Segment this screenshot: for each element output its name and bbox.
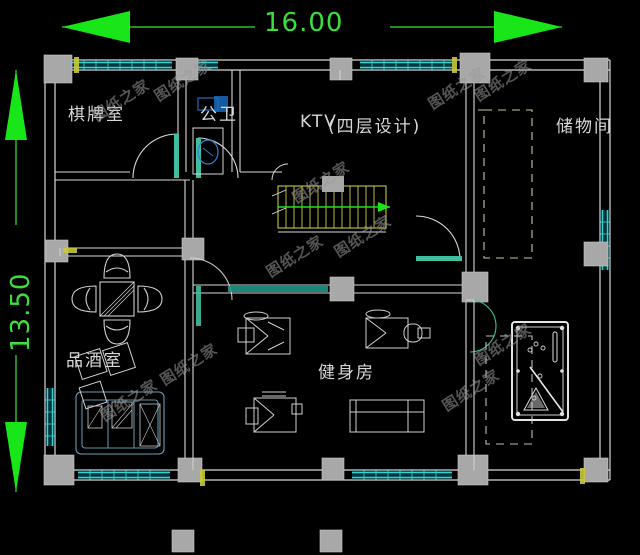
column-pad (319, 529, 343, 553)
column (177, 457, 203, 483)
column (461, 271, 489, 303)
detail-lines (59, 70, 484, 470)
staircase (271, 163, 390, 233)
gym-machine-1 (237, 311, 291, 355)
column (329, 57, 353, 81)
window-bottom-right (352, 470, 452, 480)
columns (43, 52, 609, 553)
windows (45, 60, 610, 480)
window-top-right (360, 60, 452, 70)
column (43, 54, 73, 84)
column (181, 237, 205, 261)
toilet-fixture (192, 96, 228, 175)
storage-dashed-zone (483, 109, 533, 259)
window-left (45, 388, 55, 446)
sofa-set (74, 341, 165, 455)
room-label-mahjong: 棋牌室 (68, 105, 125, 125)
room-label-ktv: KTV (300, 112, 338, 132)
room-label-storage: 储物间 (556, 117, 613, 137)
column (321, 457, 345, 481)
window-bottom-left (78, 470, 170, 480)
column (457, 454, 489, 486)
column (329, 276, 355, 302)
doors (132, 133, 497, 353)
billiard-table (485, 321, 569, 445)
dimension-top-value: 16.00 (264, 8, 344, 38)
room-label-gym: 健身房 (318, 363, 375, 383)
dimension-top (62, 6, 562, 48)
dimension-left-value: 13.50 (6, 272, 36, 352)
column (43, 454, 75, 486)
room-label-overlay: (四层设计) (328, 117, 422, 137)
column (583, 57, 609, 83)
room-label-wine: 品酒室 (66, 351, 123, 371)
column (583, 457, 609, 483)
gym-machine-2 (365, 309, 431, 349)
gym-bench (349, 399, 425, 433)
door-jambs (63, 57, 585, 486)
gym-machine-3 (245, 391, 303, 433)
column (459, 52, 491, 84)
dimension-left (2, 70, 32, 492)
column-pad (171, 529, 195, 553)
dining-table-set (71, 253, 163, 345)
window-top-left (72, 60, 172, 70)
column (175, 57, 199, 81)
exterior-walls (44, 59, 611, 481)
column (583, 241, 609, 267)
room-label-toilet: 公卫 (200, 105, 238, 125)
